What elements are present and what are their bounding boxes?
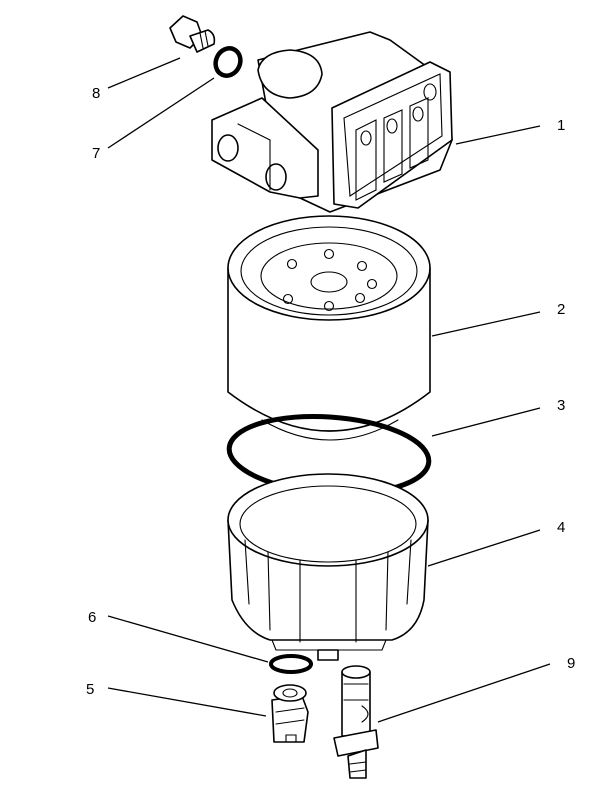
callout-7: 7: [92, 145, 100, 162]
part-2-filter-cartridge: [227, 215, 431, 441]
part-4-bowl: [227, 473, 429, 661]
callout-5: 5: [86, 681, 94, 698]
leader-line-6: [107, 615, 269, 663]
leader-line-8: [107, 57, 181, 89]
leader-line-1: [455, 125, 541, 145]
part-5-drain-plug: [271, 684, 309, 743]
leader-line-4: [427, 529, 541, 567]
part-6-o-ring: [269, 654, 313, 674]
callout-3: 3: [557, 397, 565, 414]
part-1-filter-head: [211, 31, 453, 213]
leader-line-9: [377, 663, 551, 723]
part-7-o-ring: [213, 46, 243, 78]
leader-line-7: [107, 77, 215, 149]
callout-6: 6: [88, 609, 96, 626]
callout-2: 2: [557, 301, 565, 318]
leader-line-2: [431, 311, 541, 337]
part-9-drain-valve: [333, 665, 379, 779]
callout-8: 8: [92, 85, 100, 102]
leader-line-5: [107, 687, 267, 717]
callout-1: 1: [557, 117, 565, 134]
leader-line-3: [431, 407, 541, 437]
part-8-fitting: [169, 15, 216, 53]
callout-9: 9: [567, 655, 575, 672]
callout-4: 4: [557, 519, 565, 536]
